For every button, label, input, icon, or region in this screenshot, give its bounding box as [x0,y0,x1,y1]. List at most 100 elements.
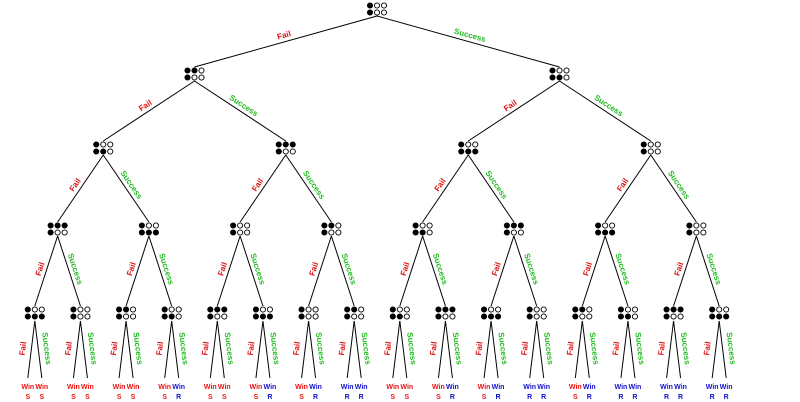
node-dots [321,222,342,236]
s-outcome-label: S [208,394,213,401]
filled-dot [640,141,647,148]
filled-dot [47,229,54,236]
s-outcome-label: S [117,394,122,401]
tree-edge [262,320,271,379]
hollow-dot [358,313,365,320]
hollow-dot [335,222,342,229]
hollow-dot [670,313,677,320]
r-outcome-label: R [267,394,272,401]
filled-dot [123,306,130,313]
filled-dot [412,222,419,229]
hollow-dot [84,313,91,320]
hollow-dot [130,313,137,320]
filled-dot [321,222,328,229]
tree-edge [513,235,538,307]
hollow-dot [396,306,403,313]
filled-dot [275,141,282,148]
filled-dot [93,141,100,148]
filled-dot [145,229,152,236]
filled-dot [716,313,723,320]
fail-label: Fail [291,341,302,356]
tree-edge [216,320,225,379]
tree-edge [125,320,134,379]
fail-label: Fail [615,177,630,193]
fail-label: Fail [399,261,412,277]
hollow-dot [289,148,296,155]
hollow-dot [654,148,661,155]
hollow-dot [631,306,638,313]
filled-dot [723,313,730,320]
hollow-dot [472,141,479,148]
filled-dot [214,306,221,313]
filled-dot [419,229,426,236]
tree-edge [422,235,446,307]
win-label: Win [113,384,126,391]
filled-dot [396,313,403,320]
filled-dot [686,222,693,229]
filled-dot [595,229,602,236]
fail-label: Fail [520,341,531,356]
win-label: Win [355,384,368,391]
hollow-dot [373,2,381,9]
hollow-dot [282,148,289,155]
hollow-dot [244,222,251,229]
tree-edge [718,320,727,379]
success-label: Success [360,332,373,366]
win-label: Win [35,384,48,391]
fail-label: Fail [672,261,685,277]
hollow-dot [647,141,654,148]
node-dots [617,306,638,320]
filled-dot [617,313,624,320]
tree-edge [102,154,150,223]
hollow-dot [533,313,540,320]
filled-dot [31,313,38,320]
win-label: Win [432,384,445,391]
filled-dot [481,313,488,320]
win-label: Win [492,384,505,391]
hollow-dot [449,313,456,320]
tree-edge [148,235,173,307]
tree-edge [444,320,453,379]
fail-label: Fail [216,261,229,277]
filled-dot [351,306,358,313]
tree-edge [209,320,218,379]
tree-edge [399,320,408,379]
success-label: Success [725,332,738,366]
win-label: Win [386,384,399,391]
filled-dot [161,306,168,313]
tree-edge [171,320,180,379]
hollow-dot [152,222,159,229]
node-dots [207,306,228,320]
fail-label: Fail [137,98,153,113]
edges-group [27,15,727,379]
fail-label: Fail [611,341,622,356]
win-label: Win [127,384,140,391]
filled-dot [435,306,442,313]
win-label: Win [341,384,354,391]
hollow-dot [266,306,273,313]
hollow-dot [198,74,205,81]
win-label: Win [706,384,719,391]
filled-dot [47,222,54,229]
win-label: Win [400,384,413,391]
tree-edge [467,154,515,223]
hollow-dot [677,313,684,320]
hollow-dot [426,222,433,229]
hollow-dot [31,306,38,313]
filled-dot [472,148,479,155]
hollow-dot [510,229,517,236]
node-dots [481,306,502,320]
hollow-dot [426,229,433,236]
win-label: Win [660,384,673,391]
hollow-dot [700,229,707,236]
r-outcome-label: R [618,394,623,401]
tree-edge [353,320,362,379]
filled-dot [458,148,465,155]
hollow-dot [495,306,502,313]
tree-edge [34,235,59,307]
filled-dot [709,313,716,320]
hollow-dot [563,67,570,74]
hollow-dot [77,313,84,320]
tree-edge [239,235,264,307]
filled-dot [328,222,335,229]
